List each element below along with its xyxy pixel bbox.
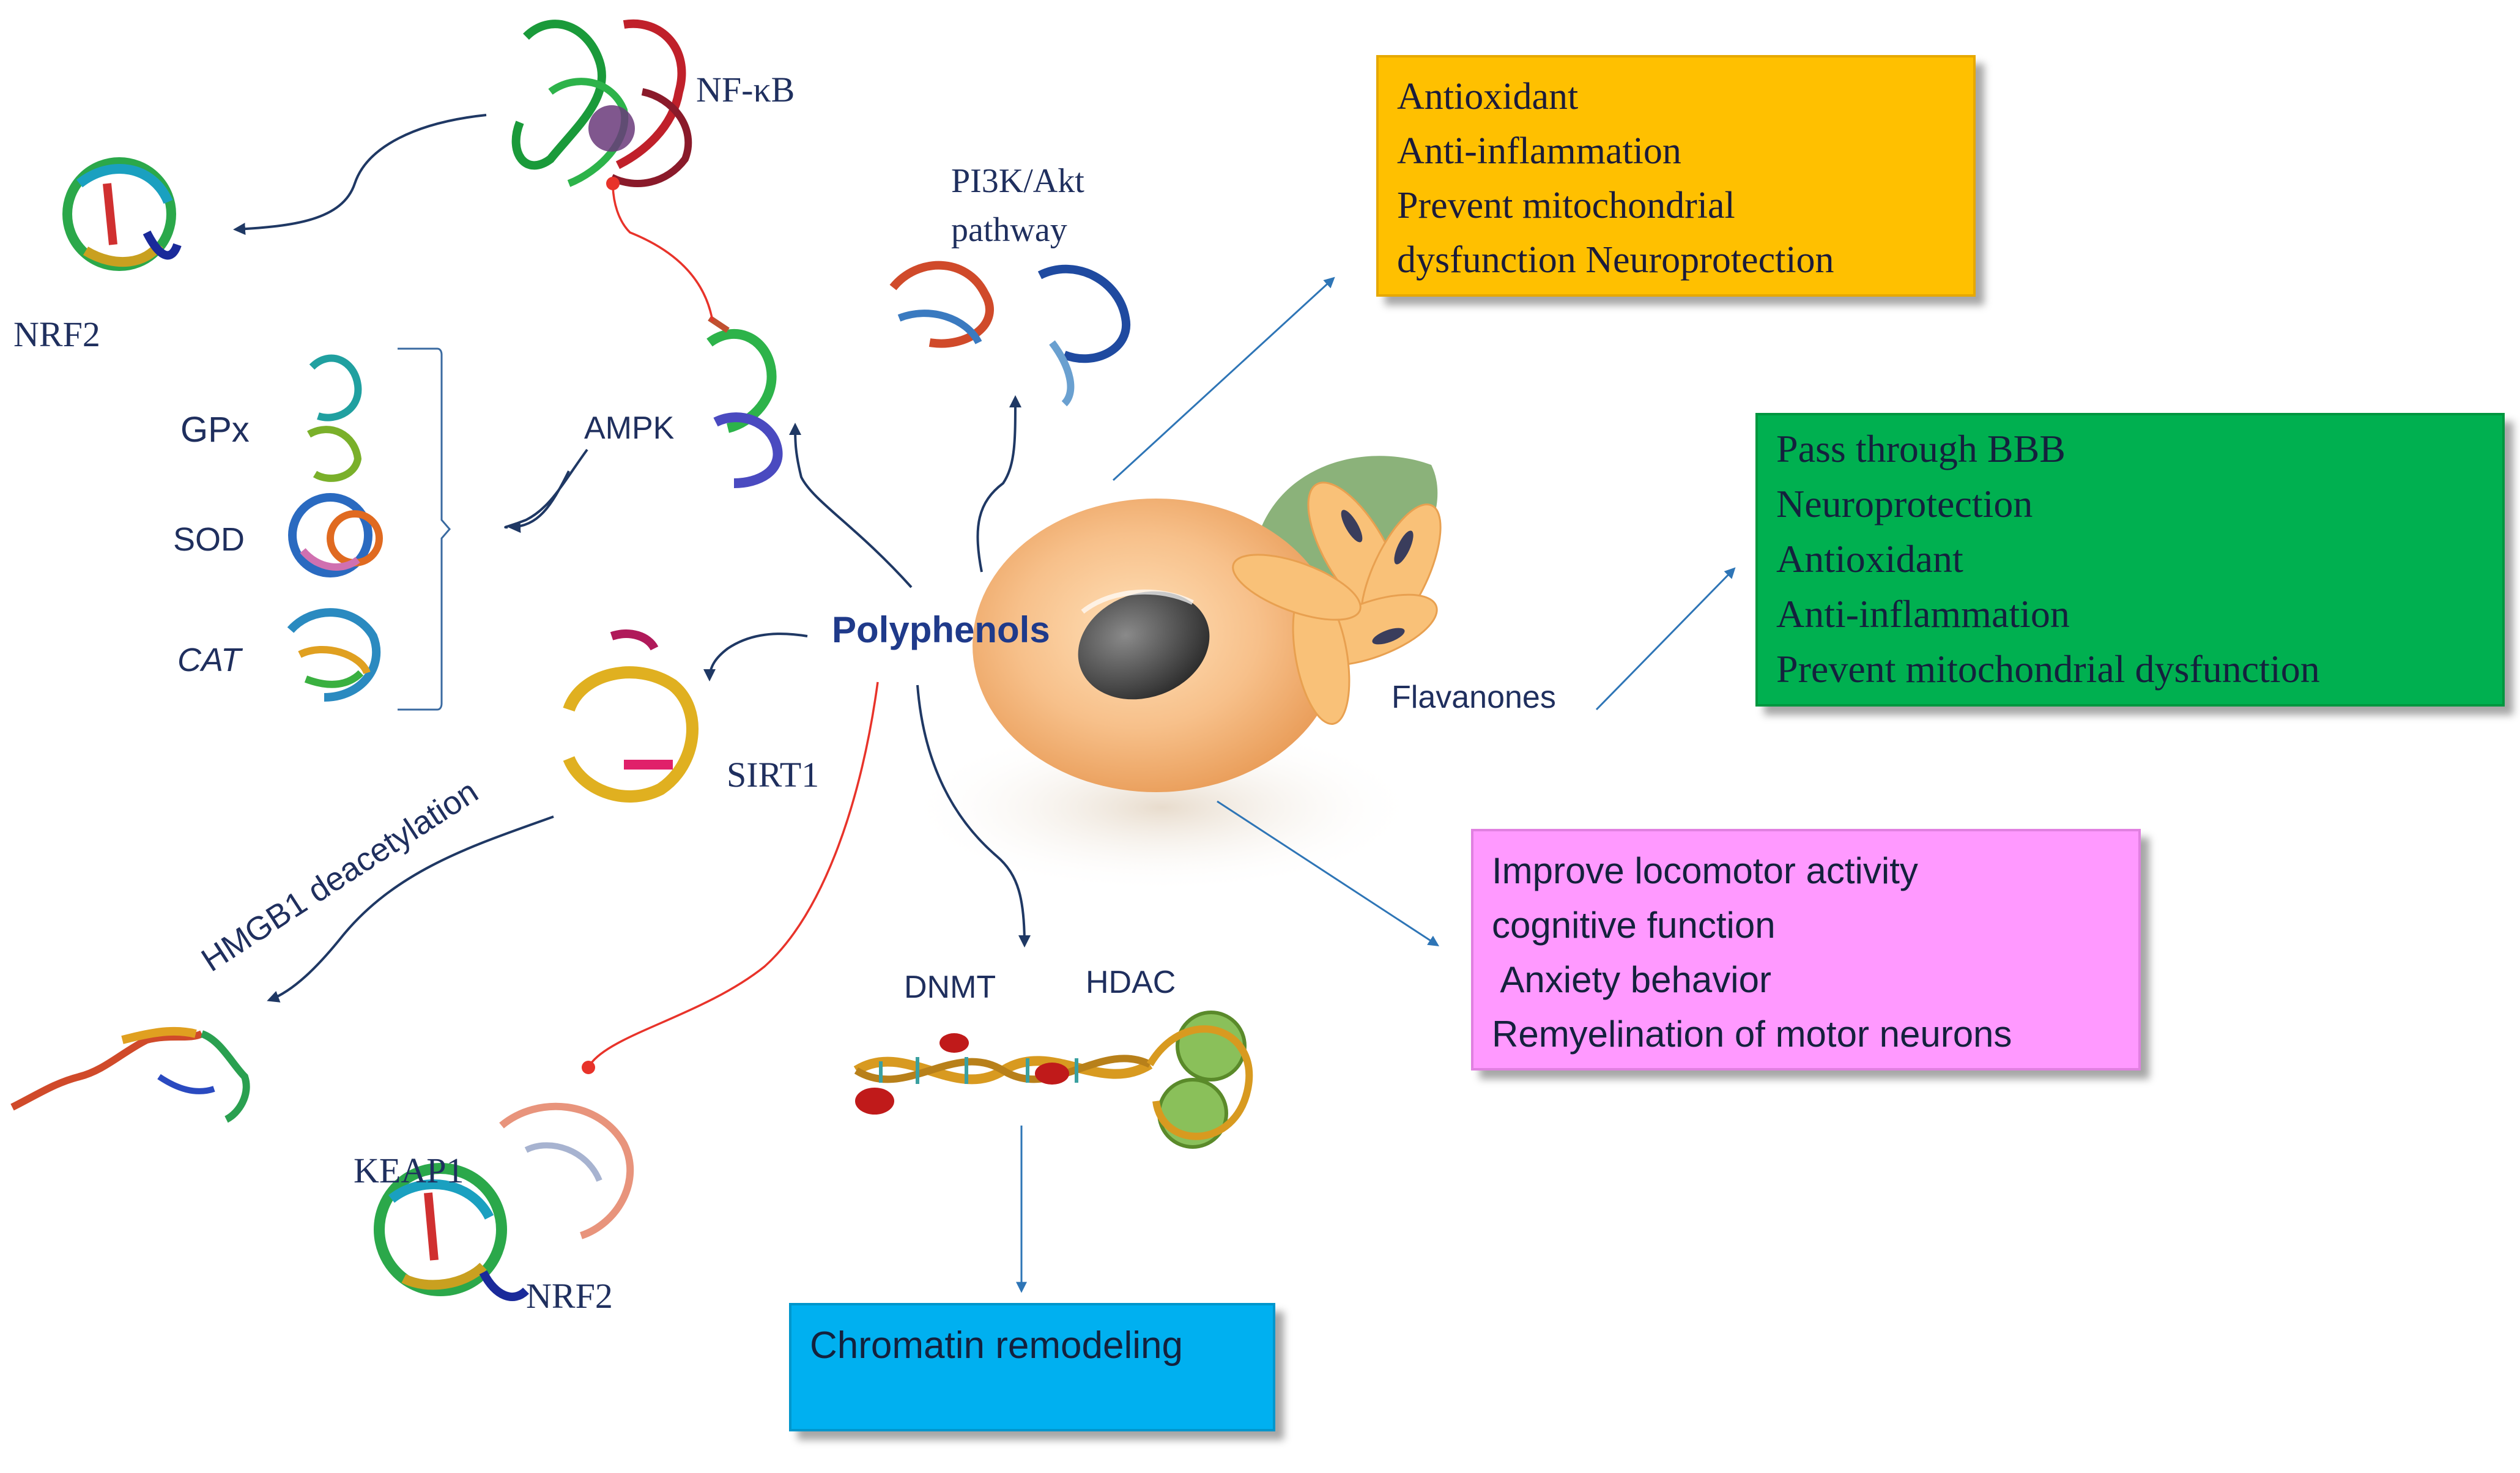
flower-petals <box>1232 481 1442 725</box>
nrf2-bottom-label: NRF2 <box>526 1276 613 1316</box>
sod-structure <box>288 493 383 577</box>
green-box-line: Prevent mitochondrial dysfunction <box>1776 647 2320 691</box>
arrow-nfkb-to-nrf2 <box>233 114 487 236</box>
arrow-sirt1-to-hmgb1 <box>267 815 554 1003</box>
inhibit-dot-keap1 <box>582 1061 595 1074</box>
pink-box-line: cognitive function <box>1492 905 1776 946</box>
chromatin-remodeling-label: Chromatin remodeling <box>810 1324 1183 1367</box>
arrow-ampk-to-antioxidants-head <box>508 470 570 533</box>
pi3k-label-line2: pathway <box>951 211 1067 249</box>
inhibit-dot-nfkb <box>606 177 620 190</box>
keap1-structure <box>374 1102 634 1301</box>
orange-box-line: Anti-inflammation <box>1397 130 1681 172</box>
nfkb-label: NF-κB <box>696 70 795 109</box>
ampk-label: AMPK <box>584 410 675 446</box>
arrow-polyphenols-to-epigenetic <box>916 685 1031 948</box>
antioxidant-bracket <box>398 347 451 711</box>
fruit-illustration <box>905 456 1442 893</box>
nrf2-top-label: NRF2 <box>13 314 100 354</box>
ampk-structure <box>706 315 783 488</box>
arrow-polyphenols-to-ampk <box>789 423 913 588</box>
nrf2-top-structure <box>62 157 182 271</box>
cat-label: CAT <box>177 642 241 678</box>
pi3k-label-line1: PI3K/Akt <box>951 162 1084 200</box>
gpx-label: GPx <box>180 410 250 450</box>
orange-box-line: Antioxidant <box>1397 76 1579 117</box>
chromatin-remodeling-box: Chromatin remodeling <box>789 1303 1275 1431</box>
green-box-line: Antioxidant <box>1776 537 1963 581</box>
green-effects-box: Pass through BBB Neuroprotection Antioxi… <box>1755 413 2505 707</box>
connector-arrows <box>233 114 1736 1293</box>
sirt1-structure <box>563 629 699 803</box>
polyphenols-label: Polyphenols <box>832 609 1050 650</box>
arrow-ampk-to-antioxidants <box>504 448 588 529</box>
green-box-line: Pass through BBB <box>1776 427 2066 470</box>
flower-marks <box>1341 510 1414 645</box>
inhibit-ampk-to-nfkb <box>612 186 714 322</box>
pink-box-line: Improve locomotor activity <box>1492 850 1918 891</box>
hmgb1-structure <box>10 1026 250 1123</box>
green-box-line: Anti-inflammation <box>1776 592 2070 636</box>
green-box-line: Neuroprotection <box>1776 482 2033 525</box>
hmgb1-deacetylation-label: HMGB1 deacetylation <box>195 773 484 979</box>
nfkb-structure <box>511 19 692 187</box>
hdac-label: HDAC <box>1086 965 1176 1000</box>
sirt1-label: SIRT1 <box>727 755 820 795</box>
dna-helix-structure <box>853 1011 1253 1149</box>
cat-structure <box>287 608 381 702</box>
arrow-polyphenols-to-pi3k <box>976 395 1021 573</box>
orange-box-line: dysfunction Neuroprotection <box>1397 239 1834 281</box>
pi3k-structure <box>889 261 1131 407</box>
orange-effects-box: Antioxidant Anti-inflammation Prevent mi… <box>1376 55 1976 297</box>
keap1-label: KEAP1 <box>354 1151 464 1190</box>
pink-box-line: Anxiety behavior <box>1492 959 1771 1000</box>
arrow-flavanones-to-green-box <box>1595 567 1736 711</box>
arrow-fruit-to-pink-box <box>1217 800 1440 946</box>
pink-box-line: Remyelination of motor neurons <box>1492 1014 2012 1055</box>
pink-effects-box: Improve locomotor activity cognitive fun… <box>1471 829 2141 1070</box>
sod-label: SOD <box>173 521 245 558</box>
flavanones-label: Flavanones <box>1392 680 1556 715</box>
orange-box-line: Prevent mitochondrial <box>1397 185 1735 226</box>
gpx-structure <box>307 354 362 482</box>
inhibit-polyphenols-to-keap1 <box>589 681 879 1066</box>
fruit-seed-highlight <box>1081 589 1194 614</box>
dnmt-label: DNMT <box>904 970 996 1005</box>
arrow-fruit-to-orange-box <box>1112 276 1335 481</box>
arrow-polyphenols-to-sirt1 <box>703 633 808 681</box>
fruit-seed <box>1078 591 1210 700</box>
